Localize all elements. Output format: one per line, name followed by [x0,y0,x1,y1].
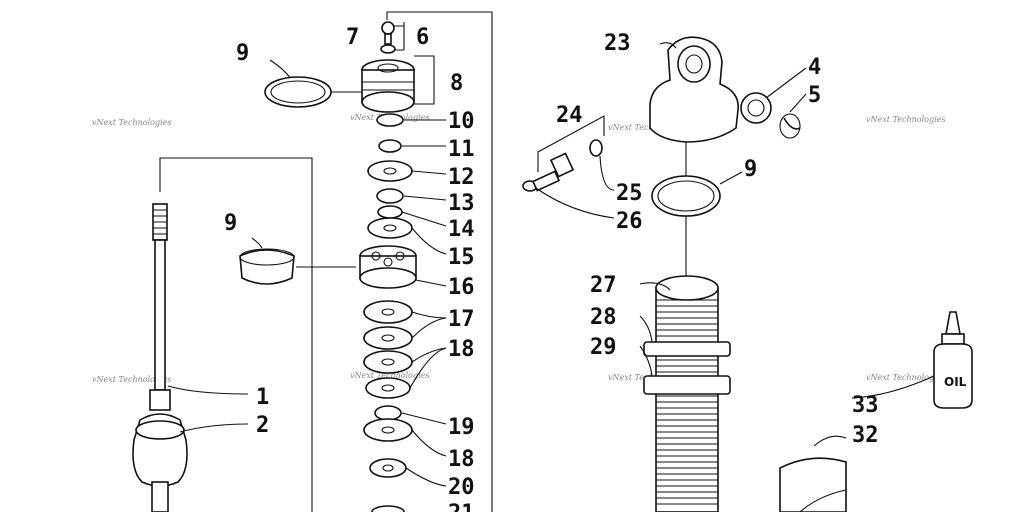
callout-18: 18 [448,337,475,362]
callout-9: 9 [744,157,757,182]
callout-4: 4 [808,55,821,80]
watermark: vNext Technologies [866,115,945,124]
callout-24: 24 [556,103,583,128]
callout-13: 13 [448,191,475,216]
piston-stack [359,11,493,512]
callout-8: 8 [450,71,463,96]
threaded-body [643,275,731,512]
watermark: vNext Technologies [350,371,429,380]
oil-label: OIL [944,375,967,389]
callout-12: 12 [448,165,475,190]
callout-14: 14 [448,217,475,242]
oil-bottle: OIL [933,311,973,409]
shaft-assembly [132,157,313,512]
watermark: vNext Technologies [866,373,945,382]
watermark: vNext Technologies [92,118,171,127]
leader-lines [167,22,935,487]
callout-15: 15 [448,245,475,270]
callout-27: 27 [590,273,617,298]
callout-21: 21 [448,501,475,512]
callout-26: 26 [616,209,643,234]
seal-band [239,248,356,285]
watermark: vNext Technologies [92,375,171,384]
callout-7: 7 [346,25,359,50]
callout-32: 32 [852,423,879,448]
callout-numbers: 1 2 4 5 6 7 8 9 9 9 10 11 12 13 14 15 16… [224,25,879,512]
callout-2: 2 [256,413,269,438]
callout-10: 10 [448,109,475,134]
callout-25: 25 [616,181,643,206]
callout-5: 5 [808,83,821,108]
callout-9: 9 [236,41,249,66]
callout-9: 9 [224,211,237,236]
callout-28: 28 [590,305,617,330]
callout-29: 29 [590,335,617,360]
callout-11: 11 [448,137,475,162]
callout-6: 6 [416,25,429,50]
sleeve [779,457,847,512]
callout-18: 18 [448,447,475,472]
callout-19: 19 [448,415,475,440]
reservoir-cap [522,36,801,276]
watermark: vNext Technologies [608,123,687,132]
callout-17: 17 [448,307,475,332]
callout-1: 1 [256,385,269,410]
callout-33: 33 [852,393,879,418]
callout-23: 23 [604,31,631,56]
callout-20: 20 [448,475,475,500]
callout-16: 16 [448,275,475,300]
